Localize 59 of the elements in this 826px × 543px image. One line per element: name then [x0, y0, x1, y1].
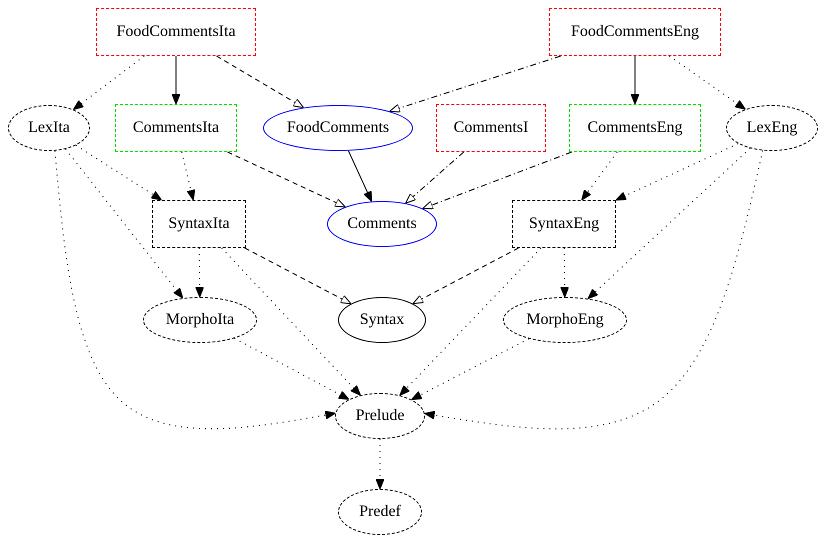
module-name: CommentsIta [132, 119, 220, 137]
arrow [412, 248, 519, 304]
module-name: Prelude [356, 407, 404, 425]
arrow [411, 338, 530, 400]
module-name: Syntax [360, 311, 404, 329]
arrow [172, 56, 180, 104]
module-ellipse [263, 105, 413, 151]
arrow [399, 248, 542, 396]
arrow [588, 148, 751, 300]
module-box [569, 104, 701, 152]
arrow [405, 152, 464, 204]
arrow [616, 143, 739, 200]
arrow [54, 150, 336, 430]
module-box [512, 200, 616, 248]
arrow [65, 148, 184, 299]
module-box [152, 200, 246, 248]
arrow [581, 152, 618, 200]
arrow [76, 144, 162, 200]
module-name: CommentsI [454, 119, 528, 137]
module-name: LexEng [746, 119, 798, 137]
module-ellipse [726, 105, 818, 151]
module-ellipse [143, 297, 257, 343]
module-name: CommentsEng [587, 119, 683, 137]
module-name: LexIta [28, 119, 70, 137]
arrow [72, 56, 145, 110]
module-ellipse [8, 105, 90, 151]
module-box [115, 104, 237, 152]
module-ellipse [327, 201, 437, 247]
arrow [424, 150, 764, 430]
arrow [348, 150, 372, 202]
module-box [549, 8, 721, 56]
arrow [216, 56, 304, 108]
module-name: FoodCommentsEng [570, 23, 699, 41]
module-name: FoodComments [286, 119, 390, 137]
arrow [227, 152, 346, 208]
arrow [560, 248, 570, 298]
arrow [195, 248, 204, 298]
arrow [422, 152, 572, 210]
arrow [234, 338, 350, 400]
module-ellipse [335, 393, 425, 439]
module-name: Comments [347, 215, 417, 233]
module-ellipse [503, 297, 627, 343]
module-box [96, 8, 256, 56]
module-ellipse [338, 489, 422, 535]
arrow [630, 56, 640, 104]
module-name: MorphoIta [166, 311, 234, 329]
arrow [181, 152, 196, 200]
module-name: MorphoEng [526, 311, 604, 329]
module-name: Predef [359, 503, 401, 521]
arrow [244, 248, 352, 304]
arrow [668, 56, 746, 110]
module-ellipse [338, 297, 426, 343]
module-name: FoodCommentsIta [116, 23, 236, 41]
module-box [436, 104, 546, 152]
arrow [376, 438, 384, 490]
arrow [221, 248, 361, 396]
arrow [389, 56, 562, 113]
module-name: SyntaxEng [528, 215, 600, 233]
module-name: SyntaxIta [168, 215, 230, 233]
